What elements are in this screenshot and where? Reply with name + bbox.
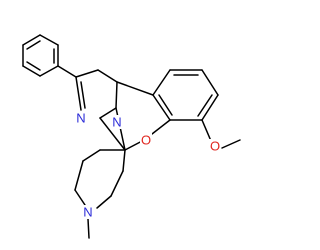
bond bbox=[99, 107, 117, 119]
bond bbox=[116, 81, 154, 96]
structure-drawing: N N O O N bbox=[22, 34, 241, 239]
double-bond-inner bbox=[158, 94, 173, 116]
bond bbox=[75, 69, 99, 78]
pyrazoline-ring bbox=[75, 69, 118, 119]
methoxy-group bbox=[201, 119, 241, 149]
atom-methoxy-oxygen: O bbox=[210, 139, 220, 154]
double-bond-inner bbox=[80, 81, 86, 109]
bond bbox=[201, 119, 212, 142]
bond bbox=[57, 65, 77, 78]
bond bbox=[39, 34, 59, 46]
bond bbox=[75, 76, 82, 111]
atom-n2: N bbox=[76, 111, 85, 126]
bond bbox=[99, 117, 126, 151]
bond bbox=[74, 189, 86, 206]
bond bbox=[22, 34, 41, 46]
bond bbox=[115, 81, 118, 109]
double-bond-inner bbox=[26, 61, 41, 71]
bond bbox=[110, 170, 124, 197]
bond bbox=[96, 195, 112, 209]
bond bbox=[74, 160, 84, 191]
bond bbox=[201, 94, 219, 121]
bond bbox=[221, 139, 241, 149]
bond bbox=[22, 65, 41, 77]
bond bbox=[201, 69, 219, 96]
atom-ring-oxygen: O bbox=[141, 133, 151, 148]
benzo-ring bbox=[152, 69, 219, 121]
molecule-canvas: N N O O N bbox=[22, 34, 241, 239]
n-methyl-bond bbox=[87, 218, 90, 239]
bond bbox=[82, 149, 101, 162]
phenyl-ring bbox=[22, 34, 59, 77]
double-bond-inner bbox=[26, 40, 41, 50]
bond bbox=[151, 119, 171, 135]
atom-labels: N N O O N bbox=[75, 111, 221, 220]
bond bbox=[122, 149, 126, 172]
bond bbox=[152, 69, 171, 96]
bond bbox=[97, 69, 118, 83]
piperidine-ring bbox=[74, 117, 126, 209]
bond bbox=[39, 65, 59, 77]
atom-n1: N bbox=[112, 115, 121, 130]
atom-piperidine-n: N bbox=[83, 205, 92, 220]
bond bbox=[152, 94, 171, 121]
double-bond-inner bbox=[197, 94, 213, 117]
